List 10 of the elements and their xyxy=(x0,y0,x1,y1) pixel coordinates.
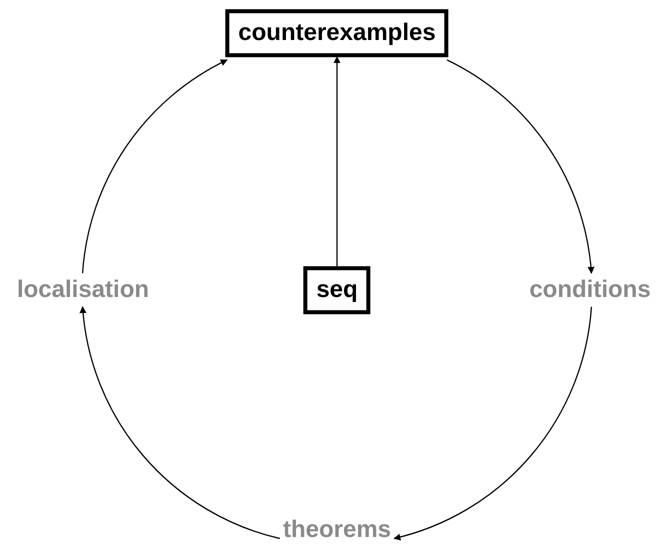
process-box: seq xyxy=(303,266,371,314)
arrow xyxy=(393,306,592,540)
arrow xyxy=(82,59,228,274)
arrow xyxy=(80,306,280,540)
process-box: counterexamples xyxy=(225,9,449,57)
arrow xyxy=(334,56,340,266)
arrow xyxy=(446,59,594,274)
node-label: theorems xyxy=(282,516,392,544)
node-label: localisation xyxy=(16,276,150,304)
node-label: conditions xyxy=(529,276,651,304)
